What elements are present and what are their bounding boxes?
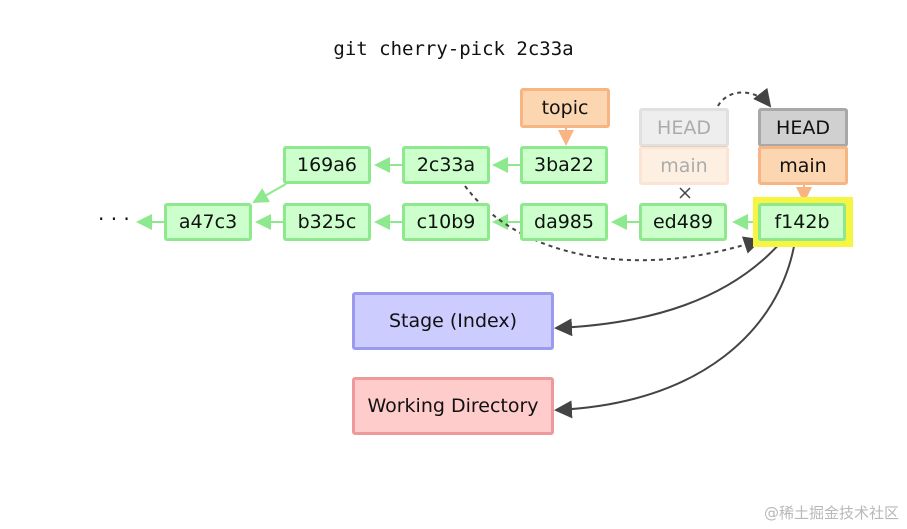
ref-new-head: HEAD xyxy=(758,108,848,147)
commit-b325c: b325c xyxy=(283,203,371,241)
checkout-workdir-arrow xyxy=(554,240,796,419)
commit-f142b: f142b xyxy=(758,203,846,241)
command-title: git cherry-pick 2c33a xyxy=(333,38,574,60)
commit-a47c3: a47c3 xyxy=(164,203,252,241)
ref-old-main: main xyxy=(639,146,729,185)
commit-2c33a: 2c33a xyxy=(402,146,490,184)
commit-c10b9: c10b9 xyxy=(402,203,490,241)
ref-new-main: main xyxy=(758,146,848,185)
head-move-arrow xyxy=(717,87,772,108)
ref-topic: topic xyxy=(520,88,610,128)
commit-3ba22: 3ba22 xyxy=(520,146,608,184)
stage-index-box: Stage (Index) xyxy=(352,292,554,350)
working-directory-box: Working Directory xyxy=(352,377,554,435)
watermark: @稀土掘金技术社区 xyxy=(763,504,899,522)
commit-ed489: ed489 xyxy=(639,203,727,241)
history-ellipsis: · · · xyxy=(98,207,130,231)
ref-old-head: HEAD xyxy=(639,108,729,147)
checkout-stage-arrow xyxy=(554,240,783,337)
commit-169a6: 169a6 xyxy=(283,146,371,184)
commit-da985: da985 xyxy=(520,203,608,241)
cherry-pick-arrow xyxy=(464,185,762,262)
removed-ref-mark xyxy=(679,187,691,199)
parent-arrow xyxy=(252,183,287,203)
